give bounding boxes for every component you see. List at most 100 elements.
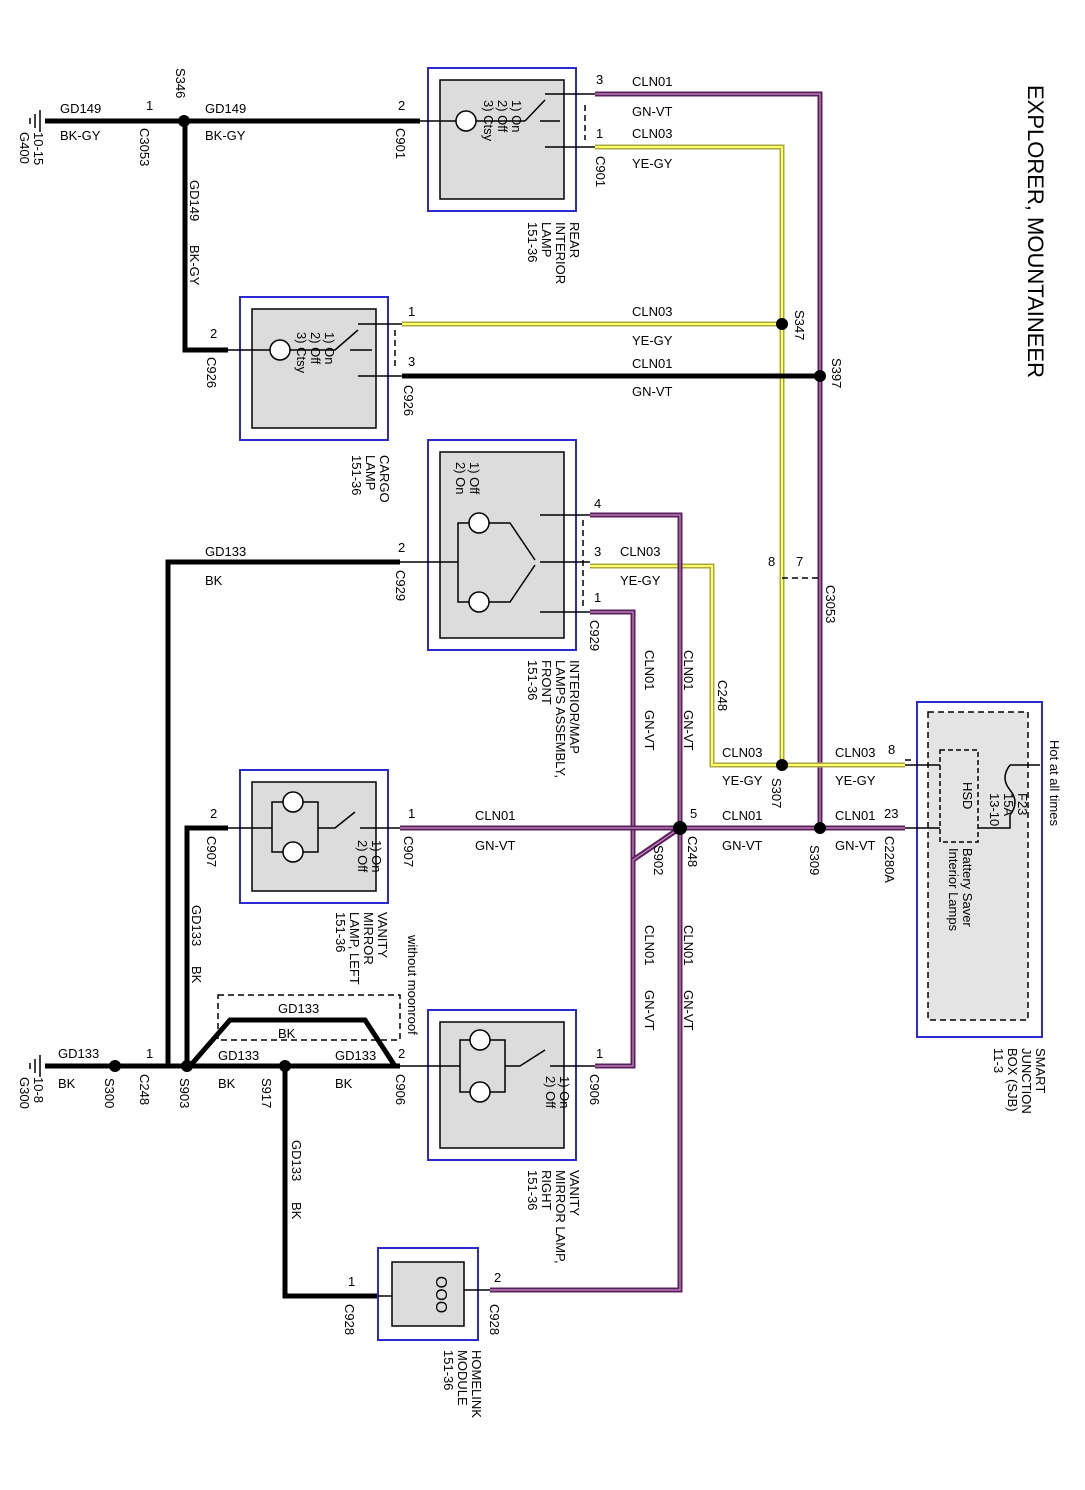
- label-c907-b: C907: [401, 836, 416, 867]
- pin: 2: [210, 806, 217, 821]
- pin: 2: [398, 1046, 405, 1061]
- label-gd133-d: GD133: [218, 1048, 259, 1063]
- sjb-name: BOX (SJB): [1005, 1048, 1020, 1112]
- vanity-right-name: 151-36: [525, 1170, 540, 1210]
- label-gnvt-b: GN-VT: [632, 384, 673, 399]
- pin: 23: [884, 806, 898, 821]
- splice-s397: [814, 370, 826, 382]
- label-cln01-i: CLN01: [722, 808, 762, 823]
- wires: [45, 91, 912, 1299]
- label-s397: S397: [829, 358, 844, 388]
- vanity-mirror-lamp-left: [228, 769, 400, 904]
- label-yegy-f: YE-GY: [722, 773, 763, 788]
- label-gd133-e: GD133: [335, 1048, 376, 1063]
- pin: 1: [596, 1046, 603, 1061]
- label-gnvt-e: GN-VT: [681, 710, 696, 751]
- splice-s300: [109, 1060, 121, 1072]
- cargo-lamp-name: 151-36: [349, 455, 364, 495]
- rear-lamp-name: REAR: [567, 222, 582, 258]
- homelink-module: [377, 1247, 490, 1341]
- pin: 8: [888, 742, 895, 757]
- label-cln01-a: CLN01: [632, 74, 672, 89]
- cargo-lamp-name: CARGO: [377, 455, 392, 503]
- label-cln01-h: CLN01: [475, 808, 515, 823]
- wire-cln01-vr: [595, 825, 682, 1069]
- label-cln01-d: CLN01: [642, 650, 657, 690]
- ground-g400: [29, 110, 41, 132]
- label-bk-f: BK: [58, 1076, 76, 1091]
- pin: 3: [408, 354, 415, 369]
- label-bk-e: BK: [335, 1076, 353, 1091]
- front-lamps-name: INTERIOR/MAP: [567, 660, 582, 754]
- label-gd149-3: GD149: [187, 180, 202, 221]
- wire-cln01-front-1: [590, 609, 682, 865]
- front-map-lamps: [400, 439, 590, 651]
- sjb-hsd: HSD: [960, 782, 975, 809]
- wire-cln01-main: [595, 91, 823, 828]
- rear-mode-3: 3) Ctsy: [481, 100, 496, 142]
- label-s903: S903: [177, 1078, 192, 1108]
- label-cln03-g: CLN03: [835, 745, 875, 760]
- vl-mode-1: 1) On: [369, 840, 384, 873]
- label-g400: G400: [17, 132, 32, 164]
- label-bk-b: BK: [189, 966, 204, 984]
- wire-gd133-vl: [184, 825, 228, 1066]
- label-gnvt-l: GN-VT: [681, 990, 696, 1031]
- label-c2280a: C2280A: [882, 836, 897, 883]
- label-gd133-a: GD133: [205, 544, 246, 559]
- vanity-mirror-lamp-right: [400, 1009, 595, 1161]
- label-s902: S902: [651, 845, 666, 875]
- label-bkgy-3: BK-GY: [187, 245, 202, 286]
- cargo-lamp: [228, 296, 402, 441]
- label-gd133-b: GD133: [189, 905, 204, 946]
- label-c248-b: C248: [685, 836, 700, 867]
- sjb-name: 11-3: [991, 1048, 1006, 1073]
- pin: 1: [408, 806, 415, 821]
- sjb-name: JUNCTION: [1019, 1048, 1034, 1114]
- vanity-right-name: RIGHT: [539, 1170, 554, 1211]
- vanity-left-name: VANITY: [375, 912, 390, 958]
- label-s309: S309: [807, 845, 822, 875]
- wire-cln03-front: [590, 563, 905, 768]
- splice-s903: [181, 1060, 193, 1072]
- homelink-name: MODULE: [455, 1350, 470, 1406]
- label-cln01-k: CLN01: [642, 925, 657, 965]
- label-gd133-c: GD133: [278, 1001, 319, 1016]
- splice-s309: [814, 822, 826, 834]
- label-c906-a: C906: [393, 1074, 408, 1105]
- pin: 3: [594, 544, 601, 559]
- label-gd149-1: GD149: [60, 101, 101, 116]
- label-c928-a: C928: [342, 1304, 357, 1335]
- label-bk-g: BK: [289, 1202, 304, 1220]
- rear-mode-1: 1) On: [509, 100, 524, 133]
- label-c929-a: C929: [393, 570, 408, 601]
- smart-junction-box: [905, 701, 1043, 1038]
- label-c3053-a: C3053: [137, 128, 152, 166]
- pin: 2: [398, 540, 405, 555]
- label-bkgy-1: BK-GY: [60, 128, 101, 143]
- vr-mode-2: 2) Off: [543, 1076, 558, 1109]
- pin: 1: [596, 126, 603, 141]
- label-yegy-b: YE-GY: [632, 333, 673, 348]
- splice-dots: [109, 115, 826, 1072]
- pin: 8: [768, 554, 775, 569]
- vanity-left-name: LAMP, LEFT: [347, 912, 362, 985]
- ground-g300: [29, 1055, 41, 1077]
- pin: 1: [348, 1274, 355, 1289]
- sjb-fuse: 15A: [1001, 793, 1016, 816]
- label-c248-c: C248: [137, 1074, 152, 1105]
- label-c926-b: C926: [401, 385, 416, 416]
- cargo-lamp-name: LAMP: [363, 455, 378, 490]
- label-yegy-g: YE-GY: [835, 773, 876, 788]
- rear-lamp-name: LAMP: [539, 222, 554, 257]
- label-gnvt-h: GN-VT: [475, 838, 516, 853]
- pin: 1: [146, 98, 153, 113]
- pin: 5: [690, 806, 697, 821]
- wire-gd133-moonroof: [188, 1017, 398, 1068]
- label-gnvt-i: GN-VT: [722, 838, 763, 853]
- rear-mode-2: 2) Off: [495, 100, 510, 133]
- splice-s347: [776, 318, 788, 330]
- label-cln01-l: CLN01: [681, 925, 696, 965]
- splice-s902: [673, 821, 687, 835]
- note-without-moonroof: without moonroof: [405, 934, 420, 1035]
